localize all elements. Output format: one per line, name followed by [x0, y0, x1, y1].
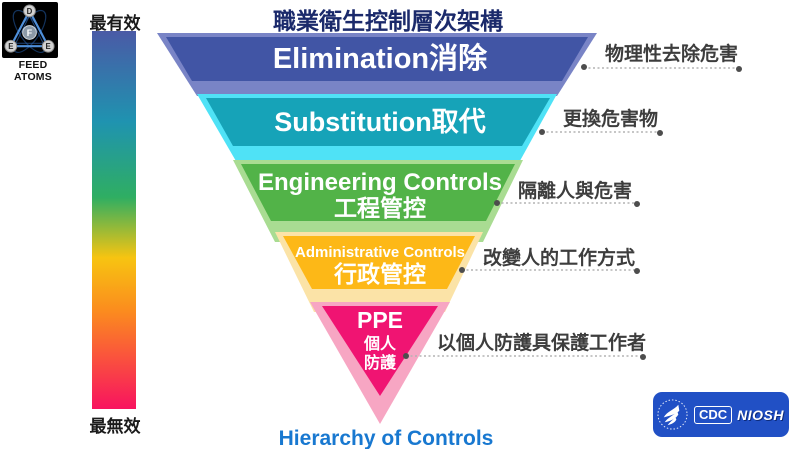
annotation-substitution: 更換危害物	[539, 107, 663, 136]
annotation-administrative-text: 改變人的工作方式	[483, 246, 635, 269]
tier-ppe-label-zh1: 個人	[363, 334, 397, 353]
annotation-substitution-text: 更換危害物	[563, 107, 658, 130]
feed-atoms-logo: D E E F	[2, 2, 58, 58]
annotation-ppe-text: 以個人防護具保護工作者	[437, 331, 646, 354]
tier-elimination: Elimination消除	[157, 33, 597, 96]
tier-ppe: PPE 個人 防護	[310, 302, 450, 424]
annotation-engineering-text: 隔離人與危害	[518, 179, 632, 202]
page-title: 職業衛生控制層次架構	[273, 8, 503, 34]
tier-substitution-label: Substitution取代	[274, 107, 485, 137]
tier-administrative-controls: Administrative Controls 行政管控	[275, 232, 483, 312]
hhs-eagle-icon	[657, 399, 688, 430]
annotation-administrative: 改變人的工作方式	[459, 246, 640, 274]
scale-label-least-effective: 最無效	[89, 417, 141, 436]
tier-ppe-label: PPE	[357, 307, 403, 333]
annotation-elimination: 物理性去除危害	[581, 42, 742, 72]
footer-title: Hierarchy of Controls	[278, 427, 494, 449]
tier-substitution: Substitution取代	[197, 94, 557, 168]
atom-nodes: D E E F	[4, 4, 55, 53]
atom-label-left: E	[8, 42, 13, 51]
annotation-engineering: 隔離人與危害	[494, 179, 640, 207]
annotation-elimination-text: 物理性去除危害	[605, 42, 738, 65]
tier-elimination-label: Elimination消除	[273, 41, 488, 75]
scale-label-most-effective: 最有效	[89, 14, 141, 33]
annotation-ppe: 以個人防護具保護工作者	[403, 331, 646, 360]
tier-administrative-label-zh: 行政管控	[333, 261, 426, 287]
atom-label-center: F	[27, 28, 33, 38]
atom-label-top: D	[27, 7, 33, 16]
tier-administrative-label-en: Administrative Controls	[295, 244, 465, 261]
tier-engineering-label-zh: 工程管控	[334, 195, 426, 221]
tier-engineering-controls: Engineering Controls 工程管控	[233, 160, 523, 242]
effectiveness-gradient-bar	[92, 31, 136, 409]
atom-label-right: E	[46, 42, 51, 51]
feed-atoms-wordmark: FEED ATOMS	[14, 59, 52, 83]
tier-engineering-label-en: Engineering Controls	[258, 169, 502, 196]
cdc-logo: CDC	[694, 405, 733, 424]
cdc-niosh-badge: CDC NIOSH	[653, 392, 789, 437]
niosh-logo: NIOSH	[737, 406, 785, 423]
tier-ppe-label-zh2: 防護	[364, 353, 397, 372]
